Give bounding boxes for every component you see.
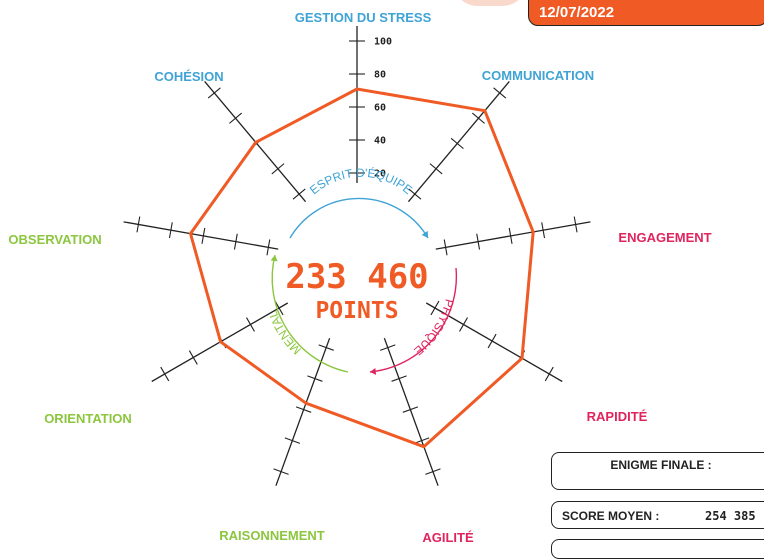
axis-tick: [168, 222, 173, 239]
axis-line: [275, 337, 331, 486]
axis-line: [407, 81, 510, 203]
axis-tick: [459, 317, 468, 332]
axis-tick: [233, 233, 238, 250]
axis-label: ENGAGEMENT: [618, 230, 711, 245]
score-point: [422, 445, 426, 448]
axis-tick: [246, 317, 255, 332]
score-point: [219, 340, 222, 343]
score-point: [254, 141, 257, 144]
axis-tick: [391, 375, 407, 382]
axis-tick: [201, 227, 206, 244]
tick-label: 40: [374, 136, 386, 147]
score-point: [532, 230, 535, 234]
axis-tick: [443, 239, 448, 256]
score-point: [483, 109, 486, 112]
points-value: 233 460: [285, 257, 428, 297]
group-label: MENTAL: [266, 308, 304, 357]
score-polygon: [189, 87, 535, 449]
radar-chart: GESTION DU STRESS COMMUNICATION ENGAGEMENT…: [8, 10, 711, 545]
axis-tick: [136, 216, 141, 233]
axis-tick: [476, 233, 481, 250]
score-label: SCORE MOYEN :: [562, 509, 660, 523]
group-arrowhead: [270, 255, 278, 262]
axis-tick: [207, 87, 221, 99]
axis-line: [425, 302, 563, 383]
tick-label: 20: [374, 169, 386, 180]
axis-tick: [229, 112, 242, 124]
axis-tick: [544, 366, 554, 382]
axis-line: [383, 337, 439, 486]
axis-tick: [541, 222, 546, 239]
group-arc: [289, 197, 429, 239]
decorative-blob: [452, 0, 528, 6]
axis-tick: [493, 87, 507, 99]
tick-label: 80: [374, 70, 386, 81]
axis-tick: [413, 437, 430, 444]
score-point: [189, 232, 192, 235]
points-label: POINTS: [315, 298, 398, 324]
tick-label: 60: [374, 103, 386, 114]
axis-label: RAPIDITÉ: [587, 409, 648, 424]
axis-tick: [402, 406, 419, 413]
group-arrowhead: [421, 230, 428, 238]
axis-tick: [266, 239, 271, 256]
tick-label: 100: [374, 37, 392, 48]
axis-tick: [380, 344, 396, 351]
score-point: [304, 402, 308, 405]
axis-tick: [295, 406, 312, 413]
axis-tick: [487, 333, 497, 349]
axis-tick: [284, 437, 301, 444]
axis-label: COMMUNICATION: [482, 68, 594, 83]
score-point: [520, 357, 524, 360]
axis-tick: [450, 137, 464, 150]
axis-tick: [430, 300, 440, 316]
axis-tick: [274, 300, 284, 316]
date-badge: 12/07/2022: [528, 0, 764, 26]
axis-tick: [271, 163, 285, 175]
axis-label: COHÉSION: [154, 69, 223, 84]
group-label: ESPRIT D'ÉQUIPE: [307, 165, 415, 197]
axis-tick: [472, 112, 485, 124]
axis-tick: [318, 344, 334, 351]
axis-tick: [273, 468, 289, 475]
score-value: 254 385: [705, 509, 756, 523]
enigme-label: ENIGME FINALE :: [610, 458, 712, 472]
axis-tick: [188, 350, 198, 365]
axis-label: GESTION DU STRESS: [295, 10, 432, 25]
group-arc: [271, 254, 349, 373]
group-arrowhead: [370, 367, 377, 375]
axis-tick: [160, 366, 170, 382]
group-arc: [369, 267, 458, 373]
axis-tick: [292, 188, 306, 200]
axis-label: RAISONNEMENT: [219, 528, 325, 543]
axis-tick: [307, 375, 323, 382]
axis-line: [123, 221, 279, 250]
axis-tick: [408, 188, 422, 200]
score-panel: SCORE MOYEN : 254 385: [551, 501, 764, 529]
axis-tick: [508, 227, 513, 244]
next-panel: [551, 539, 764, 559]
axis-tick: [573, 216, 578, 233]
axis-label: AGILITÉ: [422, 530, 474, 545]
axis-line: [435, 221, 591, 250]
axis-tick: [429, 163, 443, 175]
axis-label: ORIENTATION: [44, 411, 132, 426]
date-text: 12/07/2022: [539, 4, 615, 21]
score-point: [355, 87, 359, 91]
axis-label: OBSERVATION: [8, 232, 101, 247]
enigme-panel: ENIGME FINALE :: [551, 452, 764, 490]
axis-tick: [425, 468, 441, 475]
